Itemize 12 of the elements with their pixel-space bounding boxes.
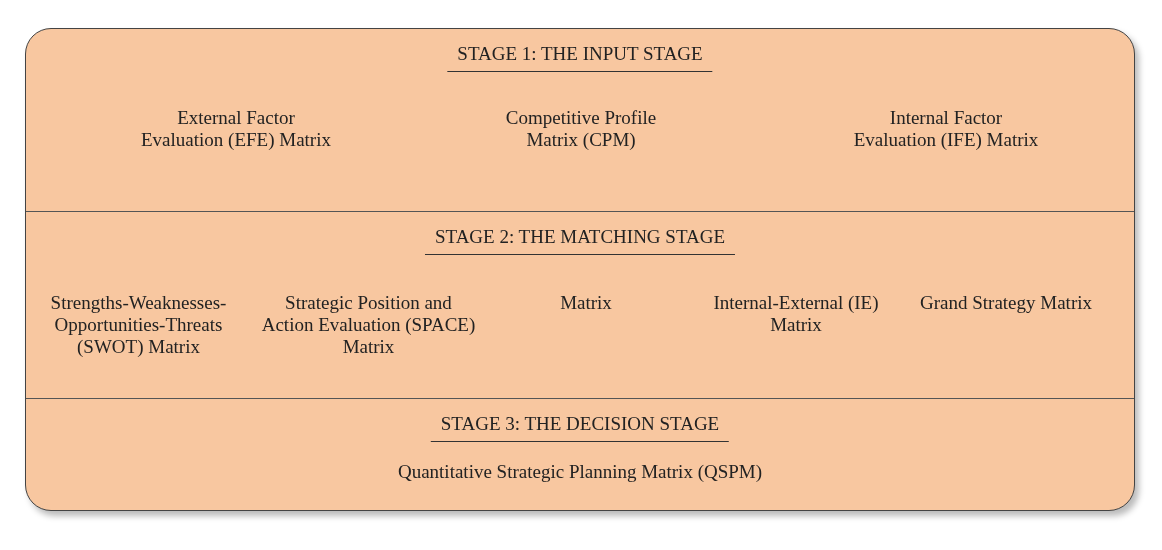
stage-heading: STAGE 2: THE MATCHING STAGE xyxy=(425,226,735,255)
matrix-label: External Factor Evaluation (EFE) Matrix xyxy=(141,107,331,151)
matrix-label: Matrix xyxy=(486,292,686,314)
matrix-label: Internal-External (IE) Matrix xyxy=(696,292,896,336)
stage-heading: STAGE 3: THE DECISION STAGE xyxy=(430,413,730,442)
matrix-label: Internal Factor Evaluation (IFE) Matrix xyxy=(851,107,1041,151)
matrix-label: Strengths-Weaknesses-Opportunities-Threats (SWOT) Matrix xyxy=(26,292,251,358)
matrix-label: Quantitative Strategic Planning Matrix (QSPM) xyxy=(280,461,880,483)
stage-heading: STAGE 1: THE INPUT STAGE xyxy=(447,43,713,72)
matrix-label: Strategic Position and Action Evaluation (SPACE) Matrix xyxy=(261,292,476,358)
matrix-label: Competitive Profile Matrix (CPM) xyxy=(496,107,666,151)
matrix-label: Grand Strategy Matrix xyxy=(906,292,1106,314)
